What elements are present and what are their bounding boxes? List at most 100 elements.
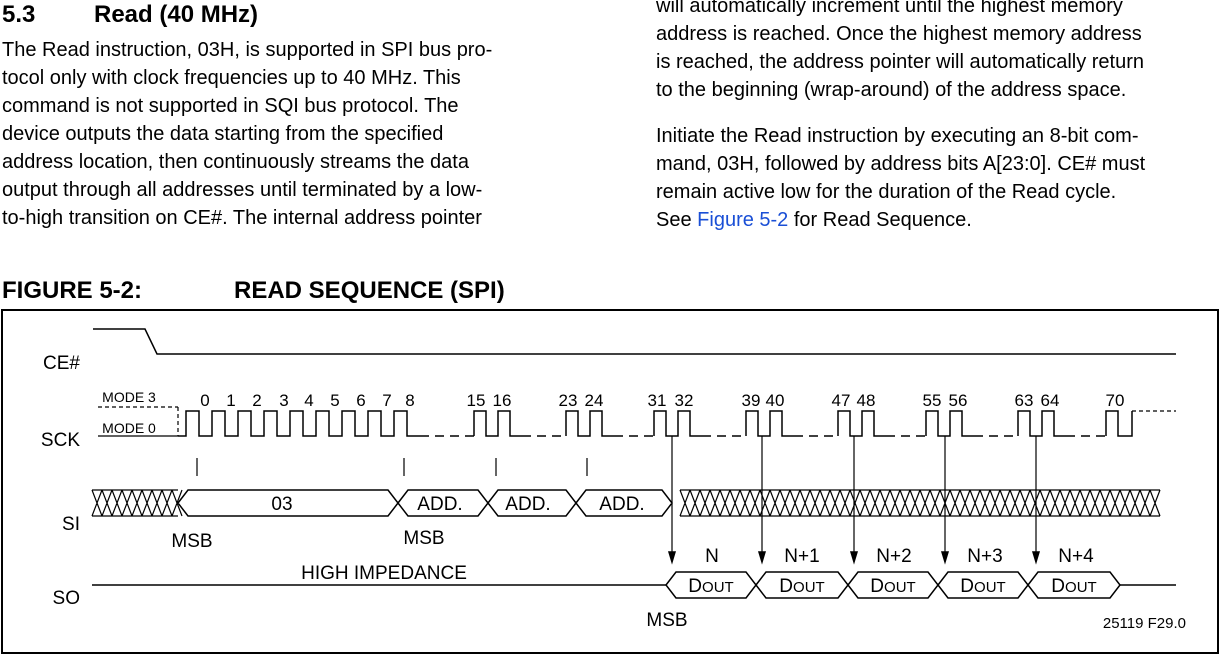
clock-number: 15	[467, 391, 486, 410]
clock-number: 8	[405, 391, 414, 410]
arrow-head	[849, 551, 859, 565]
waveform-lines	[91, 328, 1176, 599]
sck-pulse-group-5	[925, 410, 974, 437]
clock-number: 56	[949, 391, 968, 410]
clock-number: 31	[648, 391, 667, 410]
mode0-label: MODE 0	[102, 420, 156, 436]
sck-pulse-group-4	[837, 410, 886, 437]
figure-caption: READ SEQUENCE (SPI)	[234, 277, 505, 304]
dout-label: DOUT	[779, 576, 824, 597]
left-line: command is not supported in SQI bus prot…	[2, 95, 459, 117]
si-dont-care-end-edge	[680, 489, 1160, 517]
right-line: to the beginning (wrap-around) of the ad…	[656, 79, 1127, 101]
clock-number: 5	[330, 391, 339, 410]
clock-number: 4	[304, 391, 313, 410]
sck-pulse-group-6	[1017, 410, 1066, 437]
section-heading: 5.3 Read (40 MHz)	[2, 0, 562, 30]
left-line: output through all addresses until termi…	[2, 179, 483, 201]
left-line: address location, then continuously stre…	[2, 151, 469, 173]
see-suffix: for Read Sequence.	[788, 209, 972, 231]
dout-label: DOUT	[960, 576, 1005, 597]
arrow-head	[667, 551, 677, 565]
figure-title: FIGURE 5-2: READ SEQUENCE (SPI)	[2, 276, 505, 306]
right-line: remain active low for the duration of th…	[656, 181, 1117, 203]
left-line: tocol only with clock frequencies up to …	[2, 67, 461, 89]
si-fields	[177, 489, 673, 517]
signal-label-sck: SCK	[41, 430, 80, 451]
sck-last-pulse	[1105, 410, 1133, 437]
so-index-label: N+2	[876, 546, 911, 567]
clock-number: 32	[675, 391, 694, 410]
section-number: 5.3	[2, 1, 36, 28]
left-column: 5.3 Read (40 MHz) The Read instruction, …	[2, 0, 562, 232]
clock-number: 16	[493, 391, 512, 410]
arrow-head	[940, 551, 950, 565]
so-index-label: N	[705, 546, 719, 567]
clock-number: 64	[1041, 391, 1060, 410]
clock-number: 23	[559, 391, 578, 410]
sck-pulse-group-0	[473, 410, 522, 437]
so-index-label: N+4	[1058, 546, 1094, 567]
figure-code: 25119 F29.0	[1103, 615, 1186, 632]
left-line: The Read instruction, 03H, is supported …	[2, 39, 493, 61]
clock-number: 1	[226, 391, 235, 410]
so-index-label: N+3	[967, 546, 1002, 567]
clock-number: 24	[585, 391, 604, 410]
right-line: will automatically increment until the h…	[656, 0, 1123, 17]
so-index-label: N+1	[784, 546, 819, 567]
clock-number: 48	[857, 391, 876, 410]
si-dont-care-end	[679, 489, 1161, 517]
si-field-label: ADD.	[599, 494, 644, 515]
right-line: mand, 03H, followed by address bits A[23…	[656, 153, 1146, 175]
left-line: device outputs the data starting from th…	[2, 123, 444, 145]
sck-first-cycles	[178, 410, 420, 437]
right-line: Initiate the Read instruction by executi…	[656, 125, 1139, 147]
clock-number: 7	[382, 391, 391, 410]
msb-label: MSB	[403, 528, 444, 549]
high-impedance-label: HIGH IMPEDANCE	[301, 563, 467, 584]
msb-label: MSB	[646, 610, 687, 631]
clock-number: 39	[742, 391, 761, 410]
section-title: Read (40 MHz)	[94, 1, 259, 28]
figure-link[interactable]: Figure 5-2	[697, 209, 789, 231]
si-dont-care-start	[91, 489, 183, 517]
clock-number: 70	[1106, 391, 1125, 410]
si-field-label: ADD.	[417, 494, 462, 515]
left-line: to-high transition on CE#. The internal …	[2, 207, 482, 229]
clock-number: 63	[1015, 391, 1034, 410]
si-field-label: 03	[271, 494, 292, 515]
arrow-head	[757, 551, 767, 565]
msb-label: MSB	[171, 531, 212, 552]
right-line: address is reached. Once the highest mem…	[656, 23, 1142, 45]
signal-label-si: SI	[62, 514, 80, 535]
dout-label: DOUT	[1051, 576, 1096, 597]
right-line: is reached, the address pointer will aut…	[656, 51, 1145, 73]
signal-label-so: SO	[53, 588, 80, 609]
arrow-head	[1031, 551, 1041, 565]
clock-number: 40	[766, 391, 785, 410]
figure-number: FIGURE 5-2:	[2, 277, 143, 304]
see-text: See	[656, 209, 698, 231]
si-field-label: ADD.	[505, 494, 550, 515]
sck-pulse-group-1	[565, 410, 614, 437]
ce-waveform	[93, 328, 1176, 355]
dout-label: DOUT	[870, 576, 915, 597]
sck-pulse-group-2	[653, 410, 702, 437]
clock-number: 47	[832, 391, 851, 410]
clock-number: 6	[356, 391, 365, 410]
clock-number: 0	[200, 391, 209, 410]
so-data-fields	[665, 571, 1121, 599]
sck-pulse-group-3	[745, 410, 794, 437]
diagram-border	[1, 309, 1219, 654]
clock-number: 3	[279, 391, 288, 410]
signal-label-ce: CE#	[43, 353, 80, 374]
dout-label: DOUT	[688, 576, 733, 597]
clock-number: 2	[252, 391, 261, 410]
right-last-line: See Figure 5-2 for Read Sequence.	[656, 206, 1220, 234]
clock-number: 55	[923, 391, 942, 410]
mode3-label: MODE 3	[102, 389, 156, 405]
si-dont-care-start-edge	[92, 489, 178, 517]
right-column: will automatically increment until the h…	[656, 0, 1220, 234]
